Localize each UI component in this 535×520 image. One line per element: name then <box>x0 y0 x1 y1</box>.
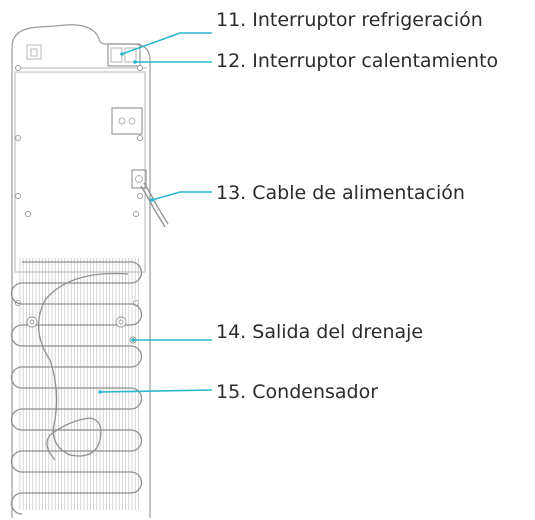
leader-13 <box>151 191 212 201</box>
power-cord-socket <box>131 169 147 189</box>
leader-lines <box>98 32 213 394</box>
labels: 11. Interruptor refrigeración 12. Interr… <box>216 9 498 403</box>
leader-15 <box>99 389 213 393</box>
cooling-switch <box>110 47 123 63</box>
dispenser-back-panel <box>10 24 169 518</box>
condenser <box>10 258 143 515</box>
indicator-box <box>111 107 143 135</box>
power-cable <box>143 182 169 225</box>
switch-box <box>107 43 141 67</box>
label-heating-switch: 12. Interruptor calentamiento <box>216 50 498 72</box>
label-drain-outlet: 14. Salida del drenaje <box>216 321 423 343</box>
panel-screws <box>14 64 144 307</box>
leader-11 <box>121 32 212 55</box>
label-condenser: 15. Condensador <box>216 381 378 403</box>
heating-switch <box>124 47 137 63</box>
label-power-cable: 13. Cable de alimentación <box>216 182 465 204</box>
label-cooling-switch: 11. Interruptor refrigeración <box>216 9 483 31</box>
